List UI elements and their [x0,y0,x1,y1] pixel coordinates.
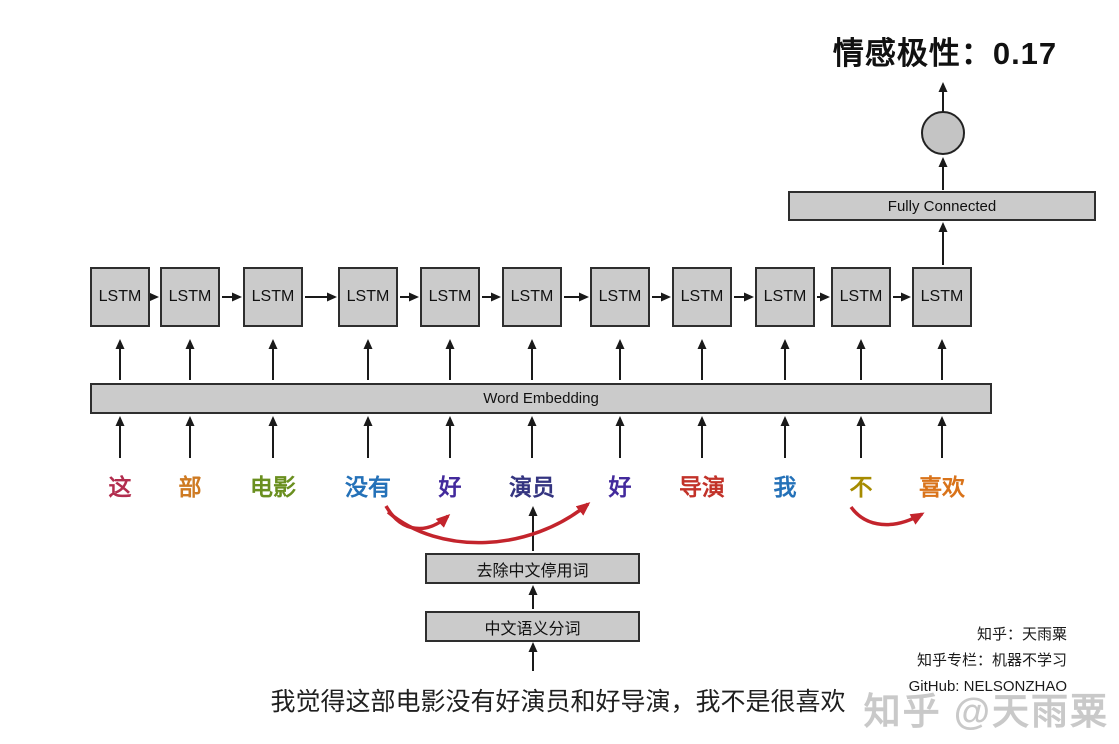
input-word: 演员 [509,474,555,500]
lstm-box: LSTM [243,267,303,327]
attribution-block: 知乎：天雨粟 知乎专栏：机器不学习 GitHub: NELSONZHAO [909,622,1067,700]
stopword-removal-label: 去除中文停用词 [476,562,589,580]
sentiment-relation-arrows [384,502,925,545]
word-embedding-label: Word Embedding [483,390,599,407]
watermark: 知乎 @天雨粟 [863,691,1109,732]
attribution-column: 知乎专栏：机器不学习 [916,652,1067,669]
lstm-box: LSTM [672,267,732,327]
input-word: 不 [849,474,873,500]
input-word: 这 [108,474,132,500]
input-word: 好 [438,474,462,500]
word-embedding-box: Word Embedding [90,383,992,414]
input-word: 电影 [250,474,296,500]
sentiment-polarity-title: 情感极性：0.17 [832,36,1058,71]
input-word: 导演 [679,474,725,500]
lstm-box: LSTM [160,267,220,327]
input-word: 部 [178,474,202,500]
lstm-box: LSTM [590,267,650,327]
lstm-box: LSTM [831,267,891,327]
lstm-box: LSTM [338,267,398,327]
input-sentence: 我觉得这部电影没有好演员和好导演，我不是很喜欢 [270,688,846,716]
attribution-zhihu: 知乎：天雨粟 [976,626,1067,643]
stopword-removal-box: 去除中文停用词 [425,553,640,584]
lstm-box: LSTM [90,267,150,327]
segmentation-label: 中文语义分词 [484,620,581,638]
lstm-box: LSTM [912,267,972,327]
lstm-box: LSTM [420,267,480,327]
fully-connected-label: Fully Connected [887,197,997,215]
input-word: 好 [608,474,632,500]
input-word: 我 [773,474,797,500]
input-word: 没有 [345,474,391,500]
attribution-github: GitHub: NELSONZHAO [908,678,1067,695]
input-word: 喜欢 [919,474,965,500]
lstm-box: LSTM [755,267,815,327]
fully-connected-box: Fully Connected [788,191,1096,221]
segmentation-box: 中文语义分词 [425,611,640,642]
output-neuron-circle [921,111,965,155]
lstm-box: LSTM [502,267,562,327]
